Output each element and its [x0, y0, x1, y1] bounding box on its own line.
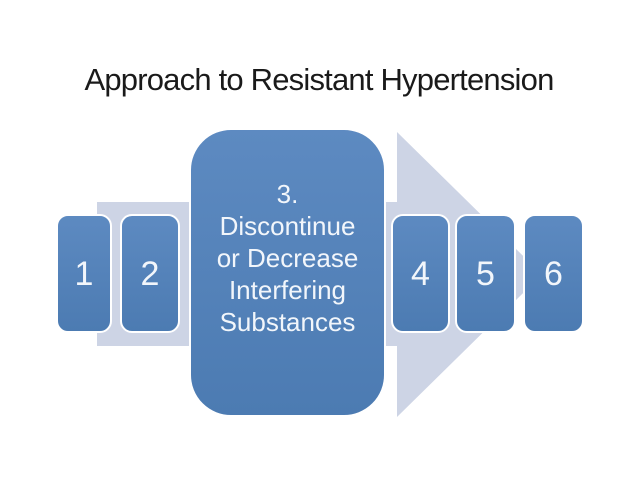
step-box-4: 4: [391, 214, 450, 333]
step-3-line-5: Substances: [219, 306, 356, 337]
step-3-line-4: Interfering: [228, 274, 347, 305]
step-box-2: 2: [120, 214, 180, 333]
step-3-line-2: Discontinue: [219, 210, 356, 241]
step-6-number: 6: [544, 254, 563, 293]
step-5-number: 5: [476, 254, 495, 293]
step-2-number: 2: [140, 254, 160, 293]
step-box-6: 6: [523, 214, 584, 333]
step-box-3: 3. Discontinue or Decrease Interfering S…: [189, 128, 386, 417]
step-4-number: 4: [411, 254, 430, 293]
step-box-1: 1: [56, 214, 112, 333]
step-3-line-3: or Decrease: [216, 242, 359, 273]
step-1-number: 1: [74, 254, 94, 293]
step-box-5: 5: [455, 214, 516, 333]
step-3-line-1: 3.: [276, 178, 299, 209]
slide-title: Approach to Resistant Hypertension: [84, 62, 554, 97]
